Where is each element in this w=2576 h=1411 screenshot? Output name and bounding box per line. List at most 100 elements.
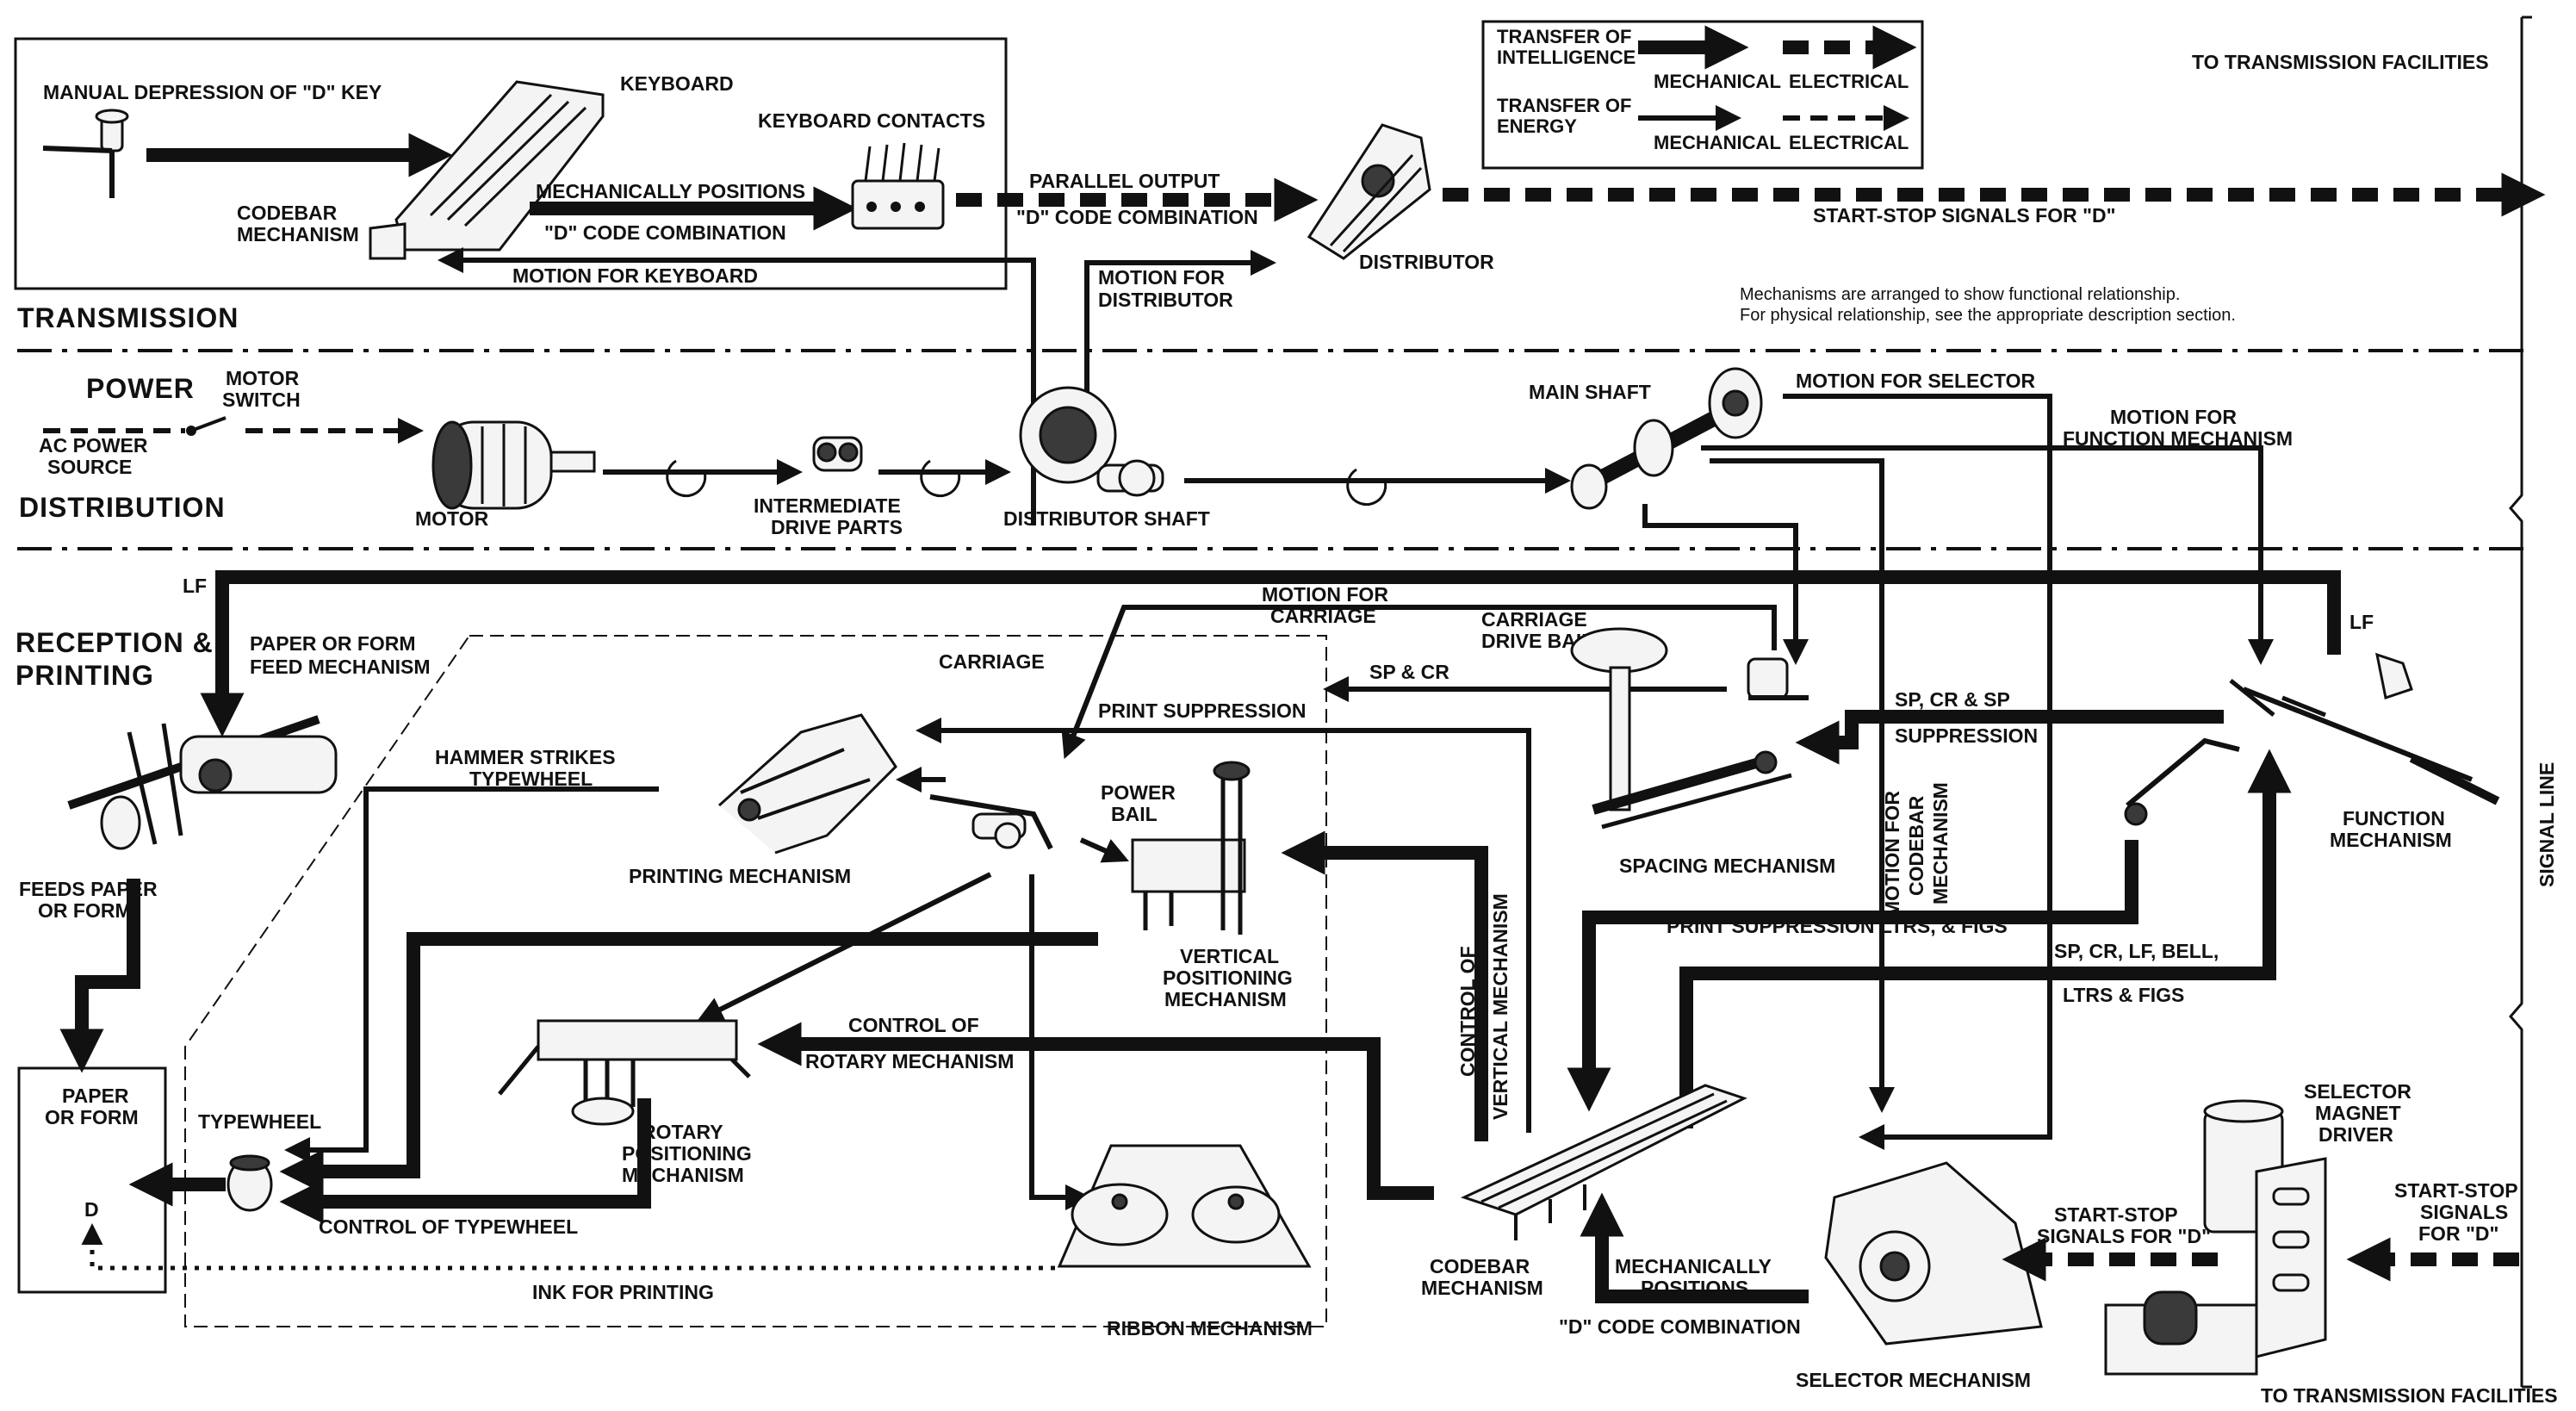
power-bail-1: POWER — [1101, 781, 1176, 804]
motor-switch-2: SWITCH — [222, 388, 301, 411]
print-suppression-ltrs-label: PRINT SUPPRESSION LTRS, & FIGS — [1667, 915, 2008, 937]
distributor-shaft-drawing — [1019, 386, 1164, 497]
arrow-feeds-paper — [59, 879, 140, 1073]
hammer-strikes-2: TYPEWHEEL — [469, 768, 593, 790]
legend-electrical-1: ELECTRICAL — [1789, 71, 1909, 92]
main-shaft-drawing — [1570, 367, 1763, 510]
function-sub-drawing — [2124, 737, 2240, 826]
legend-mechanical-2: MECHANICAL — [1654, 132, 1781, 153]
start-stop-right-2: SIGNALS — [2420, 1201, 2508, 1223]
section-reception: RECEPTION & — [16, 627, 214, 658]
function-mechanism-1: FUNCTION — [2343, 807, 2445, 830]
power-bail-drawing — [929, 794, 1053, 850]
section-power: POWER — [86, 373, 195, 404]
ribbon-mechanism-label: RIBBON MECHANISM — [1107, 1317, 1313, 1340]
signal-line-label: SIGNAL LINE — [2536, 762, 2558, 887]
carriage-drive-bail-drawing — [1747, 657, 1809, 700]
spacing-mechanism-drawing — [1570, 627, 1792, 830]
motion-for-selector-label: MOTION FOR SELECTOR — [1796, 370, 2036, 392]
rotation-icon-3 — [1346, 468, 1387, 507]
typewheel-drawing — [227, 1154, 273, 1212]
selector-mechanism-drawing — [1824, 1161, 2043, 1346]
rotary-positioning-drawing — [498, 1019, 751, 1126]
start-stop-d-label: START-STOP SIGNALS FOR "D" — [1813, 204, 2116, 227]
start-stop-left-2: SIGNALS FOR "D" — [2037, 1225, 2211, 1247]
vertical-pos-1: VERTICAL — [1180, 945, 1279, 967]
vertical-pos-3: MECHANISM — [1164, 988, 1287, 1010]
motion-for-distributor-2: DISTRIBUTOR — [1098, 289, 1233, 311]
distributor-label: DISTRIBUTOR — [1359, 251, 1494, 273]
arrow-print-suppression-top — [916, 718, 1531, 1133]
motion-codebar-3: MECHANISM — [1929, 782, 1952, 904]
intermediate-drive-drawing — [812, 436, 863, 472]
d-key-drawing — [42, 109, 129, 198]
keyboard-contacts-label: KEYBOARD CONTACTS — [758, 109, 985, 132]
sp-cr-label: SP & CR — [1369, 661, 1449, 683]
legend-intelligence-label-2: INTELLIGENCE — [1497, 47, 1636, 68]
start-stop-right-1: START-STOP — [2394, 1179, 2518, 1202]
section-transmission: TRANSMISSION — [17, 302, 239, 333]
rotation-icon-1 — [666, 459, 707, 498]
legend: TRANSFER OF INTELLIGENCE MECHANICAL ELEC… — [1481, 20, 1924, 170]
note-line-1: Mechanisms are arranged to show function… — [1740, 285, 2180, 304]
paper-feed-2: FEED MECHANISM — [250, 656, 431, 678]
arrow-control-typewheel — [279, 1098, 651, 1224]
arrow-bail-to-ribbon — [1029, 874, 1091, 1210]
to-transmission-bottom: TO TRANSMISSION FACILITIES — [2261, 1384, 2558, 1407]
intermediate-2: DRIVE PARTS — [771, 516, 903, 538]
codebar-rx-1: CODEBAR — [1430, 1255, 1530, 1277]
motor-switch-drawing — [186, 416, 227, 436]
hammer-strikes-1: HAMMER STRIKES — [435, 746, 616, 768]
selector-magnet-2: MAGNET — [2315, 1102, 2401, 1124]
arrow-sp-cr-lf-bell — [1679, 749, 2292, 1128]
power-bail-2: BAIL — [1111, 803, 1158, 825]
arrow-bail-to-vertical — [1079, 837, 1129, 863]
motion-for-carriage-2: CARRIAGE — [1270, 605, 1376, 627]
note-line-2: For physical relationship, see the appro… — [1740, 306, 2236, 325]
carriage-drive-bail-1: CARRIAGE — [1481, 608, 1587, 631]
paper-feed-1: PAPER OR FORM — [250, 632, 416, 655]
main-shaft-label: MAIN SHAFT — [1529, 381, 1651, 403]
mech-positions-kb-1: MECHANICALLY POSITIONS — [536, 180, 805, 202]
signal-line-bracket — [2509, 17, 2523, 1387]
printed-d-char: D — [84, 1198, 99, 1221]
to-transmission-top: TO TRANSMISSION FACILITIES — [2192, 51, 2489, 73]
motor-switch-1: MOTOR — [226, 367, 300, 389]
control-vertical-1: CONTROL OF — [1456, 946, 1479, 1077]
print-suppression-top-label: PRINT SUPPRESSION — [1098, 699, 1307, 722]
arrow-hammer-strikes — [284, 786, 659, 1163]
legend-energy-label-2: ENERGY — [1497, 115, 1577, 137]
function-mechanism-drawing — [2229, 652, 2500, 805]
lf-right-label: LF — [2349, 611, 2374, 633]
selector-magnet-drawing — [2104, 1099, 2327, 1376]
arrow-vertical-to-typewheel — [279, 932, 1098, 1194]
parallel-output-1: PARALLEL OUTPUT — [1029, 170, 1220, 192]
control-vertical-2: VERTICAL MECHANISM — [1489, 893, 1511, 1120]
motor-drawing — [431, 420, 596, 510]
mech-positions-rx-2: POSITIONS — [1641, 1277, 1748, 1299]
legend-mechanical-1: MECHANICAL — [1654, 71, 1781, 92]
arrow-control-rotary — [757, 1022, 1434, 1200]
start-stop-left-1: START-STOP — [2054, 1203, 2178, 1226]
legend-electrical-2: ELECTRICAL — [1789, 132, 1909, 153]
motion-for-distributor-1: MOTION FOR — [1098, 266, 1225, 289]
ac-power-1: AC POWER — [39, 434, 148, 457]
distributor-shaft-label: DISTRIBUTOR SHAFT — [1003, 507, 1210, 530]
keyboard-contacts-drawing — [851, 142, 945, 230]
section-printing: PRINTING — [16, 660, 154, 691]
codebar-mechanism-kb-2: MECHANISM — [237, 223, 359, 246]
selector-magnet-3: DRIVER — [2318, 1123, 2393, 1146]
motion-for-keyboard-label: MOTION FOR KEYBOARD — [512, 264, 758, 287]
codebar-rx-2: MECHANISM — [1421, 1277, 1543, 1299]
intermediate-1: INTERMEDIATE — [754, 494, 901, 517]
control-rotary-1: CONTROL OF — [848, 1014, 979, 1036]
keyboard-label: KEYBOARD — [620, 72, 734, 95]
selector-mechanism-label: SELECTOR MECHANISM — [1796, 1369, 2031, 1391]
arrow-motion-for-function — [1701, 445, 2274, 665]
ink-for-printing-label: INK FOR PRINTING — [532, 1281, 714, 1303]
ltrs-figs-label: LTRS & FIGS — [2063, 984, 2184, 1006]
arrow-motion-for-distributor — [1084, 250, 1276, 405]
arrow-motion-to-carriage-bail — [1642, 504, 1809, 665]
control-typewheel-label: CONTROL OF TYPEWHEEL — [319, 1215, 578, 1238]
